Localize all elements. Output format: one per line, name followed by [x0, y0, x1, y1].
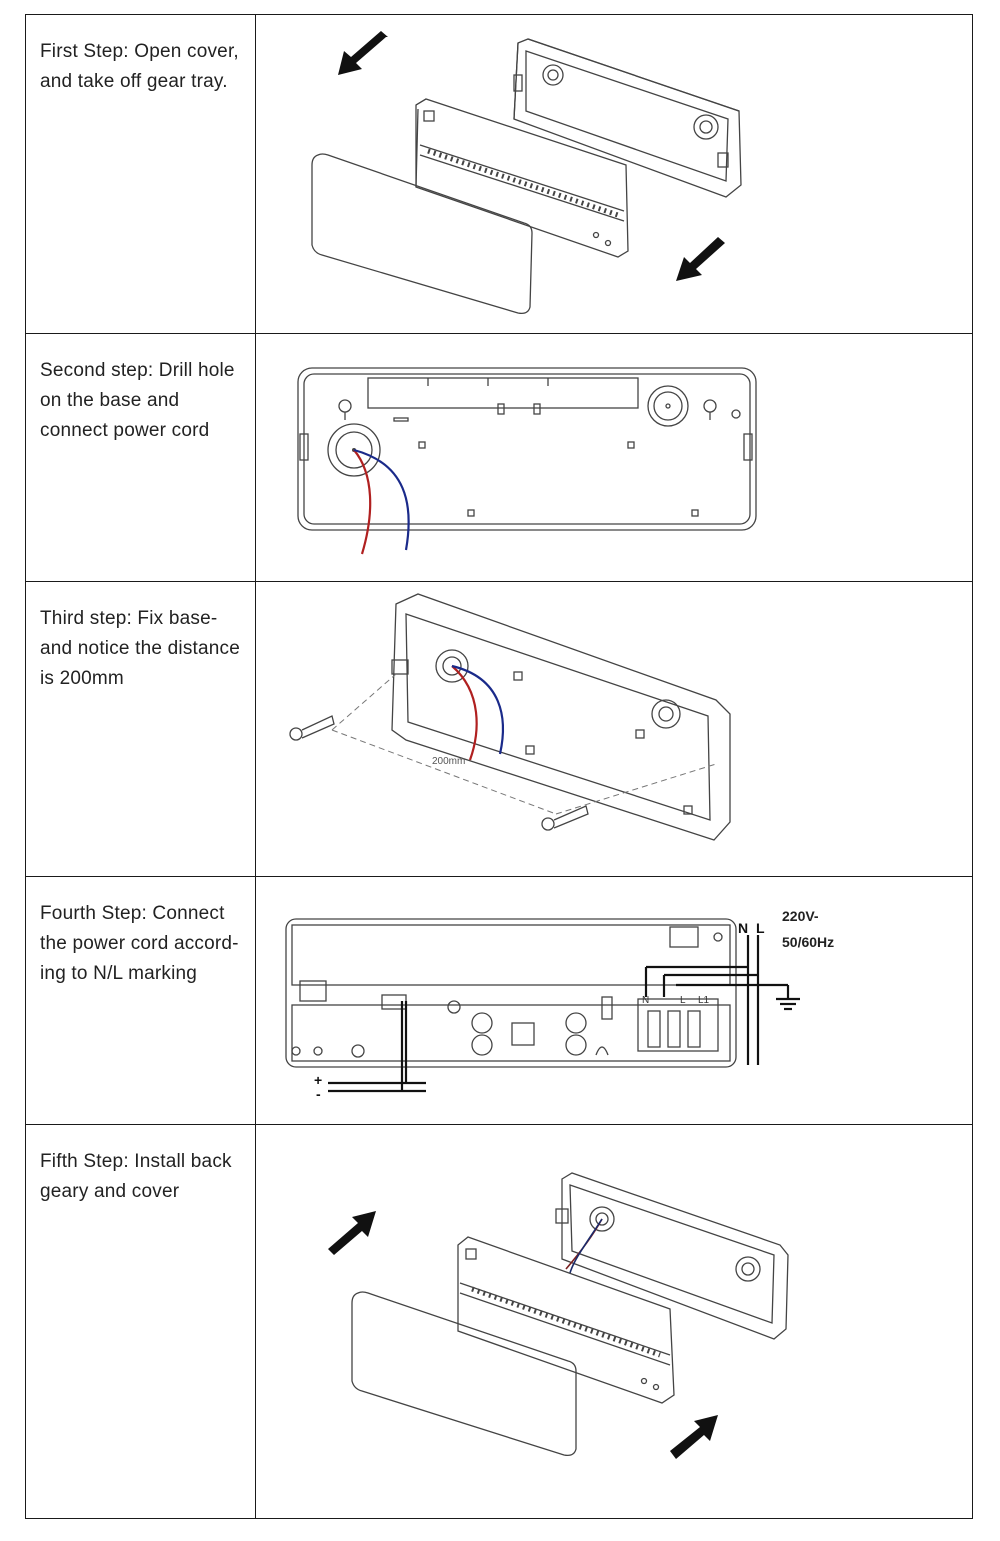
step-row-2: Second step: Drill hole on the base and …	[25, 333, 973, 582]
step-4-text: Fourth Step: Connect the power cord acco…	[40, 903, 239, 984]
led-strip	[427, 148, 619, 218]
step-3-illustration: 200mm	[255, 581, 973, 877]
wiring-lines	[328, 935, 800, 1093]
step-1-text: First Step: Open cover, and take off gea…	[40, 41, 239, 92]
step-2-text: Second step: Drill hole on the base and …	[40, 360, 235, 441]
step-text-cell-2: Second step: Drill hole on the base and …	[25, 333, 256, 582]
led-strip	[471, 1286, 661, 1358]
blue-wire	[569, 1218, 603, 1274]
voltage-label: 220V-	[782, 908, 819, 924]
screw-left-icon	[289, 715, 335, 741]
step-row-4: Fourth Step: Connect the power cord acco…	[25, 876, 973, 1125]
step-2-illustration	[255, 333, 973, 582]
base-housing	[555, 1172, 789, 1340]
terminal-l1-label: L1	[698, 995, 710, 1006]
arrow-up-right-icon-2	[670, 1415, 718, 1459]
arrow-up-left-icon	[338, 31, 388, 75]
step-3-text: Third step: Fix base-and notice the dist…	[40, 608, 241, 689]
distance-label: 200mm	[432, 756, 465, 767]
step-row-3: Third step: Fix base-and notice the dist…	[25, 581, 973, 877]
step-row-1: First Step: Open cover, and take off gea…	[25, 14, 973, 334]
terminal-n-label: N	[642, 995, 649, 1006]
red-wire	[451, 665, 478, 761]
installation-steps-table: First Step: Open cover, and take off gea…	[25, 14, 973, 1519]
front-cover	[311, 153, 533, 315]
gear-tray	[415, 98, 629, 258]
plus-label: +	[314, 1072, 322, 1088]
screw-right-icon	[541, 805, 589, 831]
step-4-illustration: N L 220V- 50/60Hz N L L1 + -	[255, 876, 973, 1125]
blue-wire	[353, 448, 410, 551]
blue-wire	[451, 664, 505, 755]
step-text-cell-3: Third step: Fix base-and notice the dist…	[25, 581, 256, 877]
step-row-5: Fifth Step: Install back geary and cover	[25, 1124, 973, 1519]
step-text-cell-4: Fourth Step: Connect the power cord acco…	[25, 876, 256, 1125]
terminal-l-label: L	[680, 995, 686, 1006]
step-text-cell-5: Fifth Step: Install back geary and cover	[25, 1124, 256, 1519]
label-n: N	[738, 920, 748, 936]
step-1-illustration	[255, 14, 973, 334]
arrow-up-right-icon	[328, 1211, 376, 1255]
step-text-cell-1: First Step: Open cover, and take off gea…	[25, 14, 256, 334]
minus-label: -	[316, 1086, 321, 1102]
front-cover	[351, 1291, 577, 1457]
label-l: L	[756, 920, 765, 936]
red-wire	[353, 449, 372, 555]
arrow-down-left-icon	[676, 237, 725, 281]
base-perspective	[391, 593, 731, 841]
base-top-view	[297, 367, 757, 531]
step-5-text: Fifth Step: Install back geary and cover	[40, 1151, 232, 1202]
frequency-label: 50/60Hz	[782, 934, 834, 950]
base-housing	[513, 38, 742, 198]
step-5-illustration	[255, 1124, 973, 1519]
gear-tray	[457, 1236, 675, 1404]
base-wiring-view	[285, 918, 737, 1068]
